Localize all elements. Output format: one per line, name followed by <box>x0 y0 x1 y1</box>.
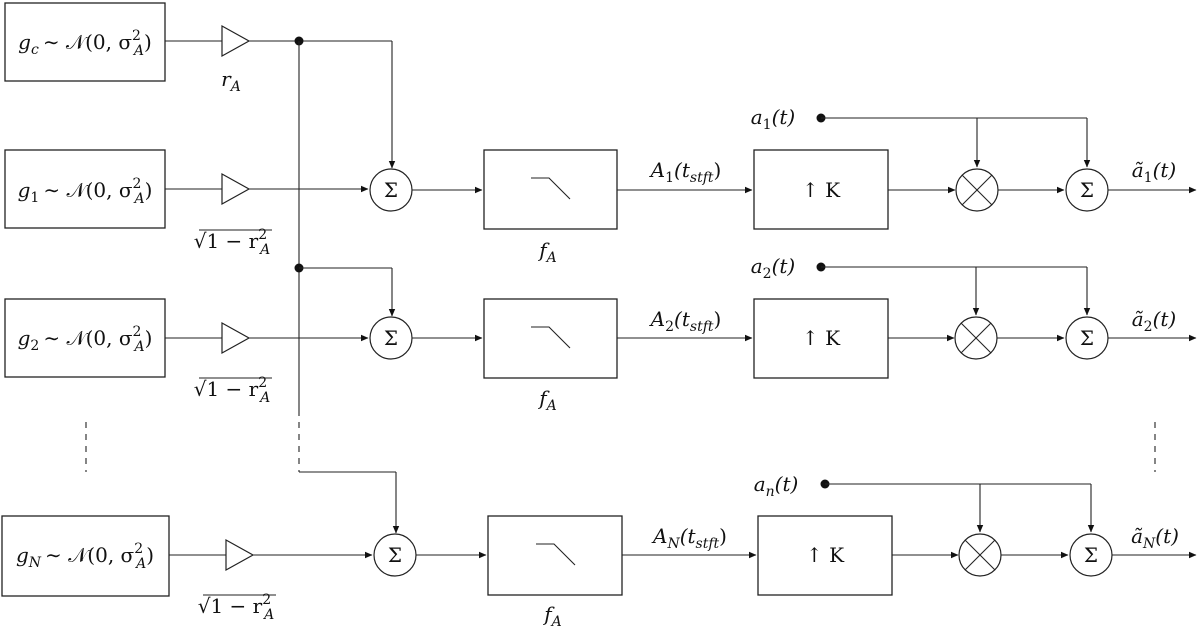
source-box-n <box>1 515 170 597</box>
lowpass-icon <box>536 543 576 566</box>
spectrum-label-1: A1(tstft) <box>649 158 722 186</box>
gain-label-common: rA <box>221 67 241 95</box>
filter-label-2: fA <box>537 386 557 414</box>
gain-amp-n <box>225 538 255 572</box>
spectrum-label-2: A2(tstft) <box>649 307 722 335</box>
upsample-label-2: ↑ K <box>802 326 841 350</box>
sum-symbol: Σ <box>388 543 402 567</box>
output-label-n: ãN(t) <box>1131 524 1179 552</box>
spectrum-label-n: AN(tstft) <box>651 524 727 552</box>
filter-box-2 <box>483 298 618 379</box>
filter-box-n <box>487 515 623 596</box>
envelope-label-2: a2(t) <box>751 254 796 282</box>
gain-amp-2 <box>221 321 251 355</box>
sum-symbol: Σ <box>384 178 398 202</box>
upsample-label-n: ↑ K <box>806 543 845 567</box>
filter-label-n: fA <box>542 602 562 627</box>
sum-symbol: Σ <box>1080 326 1094 350</box>
filter-label-1: fA <box>537 238 557 266</box>
source-box-1 <box>4 149 166 229</box>
output-label-1: ã1(t) <box>1132 158 1177 186</box>
multiply-icon <box>961 174 993 206</box>
lowpass-icon <box>531 177 571 200</box>
multiply-icon <box>964 539 996 571</box>
lowpass-icon <box>531 326 571 349</box>
gain-amp-common <box>221 24 251 58</box>
source-box-2 <box>4 298 166 378</box>
sum-symbol: Σ <box>1080 178 1094 202</box>
sum-symbol: Σ <box>1084 543 1098 567</box>
envelope-label-n: an(t) <box>754 472 799 500</box>
filter-box-1 <box>483 149 618 230</box>
gain-amp-1 <box>221 172 251 206</box>
upsample-box-n <box>757 515 893 596</box>
output-label-2: ã2(t) <box>1132 307 1177 335</box>
upsample-box-2 <box>753 298 889 379</box>
sum-symbol: Σ <box>384 326 398 350</box>
source-box-common <box>4 2 166 82</box>
upsample-label-1: ↑ K <box>802 178 841 202</box>
envelope-label-1: a1(t) <box>751 105 796 133</box>
multiply-icon <box>960 322 992 354</box>
